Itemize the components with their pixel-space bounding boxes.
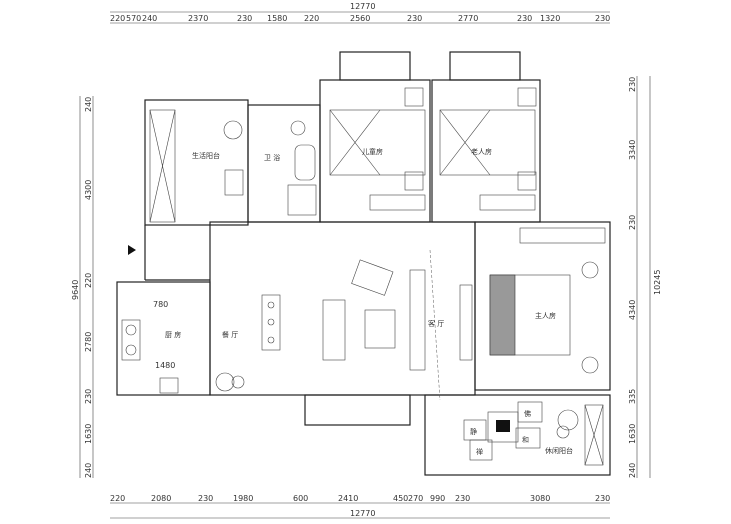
dim: 2560 (350, 14, 370, 23)
decor-char-chan: 禅 (476, 447, 483, 456)
dim: 600 (293, 494, 308, 503)
dim: 240 (628, 463, 637, 478)
bottom-dimensions: 220 2080 230 1980 600 2410 450 270 990 2… (110, 494, 610, 519)
dim: 220 (304, 14, 319, 23)
label-leisure-balcony: 休闲阳台 (545, 446, 573, 455)
dim: 240 (84, 97, 93, 112)
kids-bay-window (339, 51, 411, 81)
elder-bay-window (449, 51, 521, 81)
decor-char-he: 和 (522, 435, 529, 444)
leisure-balcony-walls (424, 394, 611, 476)
elder-bed (439, 109, 536, 176)
dim: 230 (455, 494, 470, 503)
top-dimensions: 12770 220 570 240 2370 230 1580 220 2560… (110, 2, 610, 24)
decor-char-jing: 静 (470, 427, 477, 436)
dim: 230 (595, 14, 610, 23)
dim: 220 (110, 14, 125, 23)
dim: 2370 (188, 14, 208, 23)
decor-char-fo: 佛 (524, 409, 531, 418)
dim: 3340 (628, 140, 637, 160)
left-total-dim: 9640 (71, 280, 80, 300)
dim: 230 (628, 77, 637, 92)
label-kitchen: 厨 房 (165, 330, 181, 339)
dim: 335 (628, 389, 637, 404)
top-total-dim: 12770 (350, 2, 375, 11)
label-living: 客 厅 (428, 319, 444, 328)
master-walls (474, 221, 611, 391)
kids-bed (329, 109, 426, 176)
kitchen-walls (116, 281, 211, 396)
service-balcony-walls (144, 99, 249, 226)
dim: 230 (198, 494, 213, 503)
dim: 230 (84, 389, 93, 404)
dim: 270 (408, 494, 423, 503)
dim: 1580 (267, 14, 287, 23)
label-bathroom: 卫 浴 (264, 153, 280, 162)
dim: 230 (517, 14, 532, 23)
dim: 1630 (84, 424, 93, 444)
bottom-total-dim: 12770 (350, 509, 375, 518)
dim: 240 (142, 14, 157, 23)
dim: 3080 (530, 494, 550, 503)
dim: 1630 (628, 424, 637, 444)
furniture: 佛 和 静 禅 (121, 87, 606, 466)
dim: 2780 (84, 332, 93, 352)
label-elder-room: 老人房 (471, 147, 492, 156)
dim: 450 (393, 494, 408, 503)
right-dimensions: 230 3340 230 4340 335 1630 240 10245 (628, 76, 662, 478)
dining-table (261, 294, 281, 351)
left-dimensions: 9640 240 4300 220 2780 230 1630 240 (71, 96, 94, 478)
dim: 230 (237, 14, 252, 23)
dim: 220 (84, 273, 93, 288)
dim: 2410 (338, 494, 358, 503)
dim: 4300 (84, 180, 93, 200)
room-labels: 生活阳台 卫 浴 儿童房 老人房 厨 房 餐 厅 客 厅 主人房 休闲阳台 78… (153, 147, 573, 455)
living-walls (209, 221, 476, 396)
dim: 570 (126, 14, 141, 23)
bathroom-walls (247, 104, 321, 223)
dim: 2770 (458, 14, 478, 23)
walls (116, 51, 611, 476)
dim: 1320 (540, 14, 560, 23)
dim: 990 (430, 494, 445, 503)
label-master: 主人房 (535, 311, 556, 320)
label-service-balcony: 生活阳台 (192, 151, 220, 160)
dim: 4340 (628, 300, 637, 320)
coffee-table (364, 309, 396, 349)
dim: 240 (84, 463, 93, 478)
entry-arrow-icon (128, 245, 136, 255)
sofa (322, 299, 346, 361)
kitchen-length-dim: 1480 (155, 361, 175, 370)
dim: 1980 (233, 494, 253, 503)
dim: 220 (110, 494, 125, 503)
label-dining: 餐 厅 (222, 330, 238, 339)
dim: 230 (595, 494, 610, 503)
living-bay-window (304, 394, 411, 426)
right-total-dim: 10245 (653, 270, 662, 295)
dim: 2080 (151, 494, 171, 503)
label-kids-room: 儿童房 (362, 147, 383, 156)
dim: 230 (628, 215, 637, 230)
kitchen-width-dim: 780 (153, 300, 168, 309)
dim: 230 (407, 14, 422, 23)
